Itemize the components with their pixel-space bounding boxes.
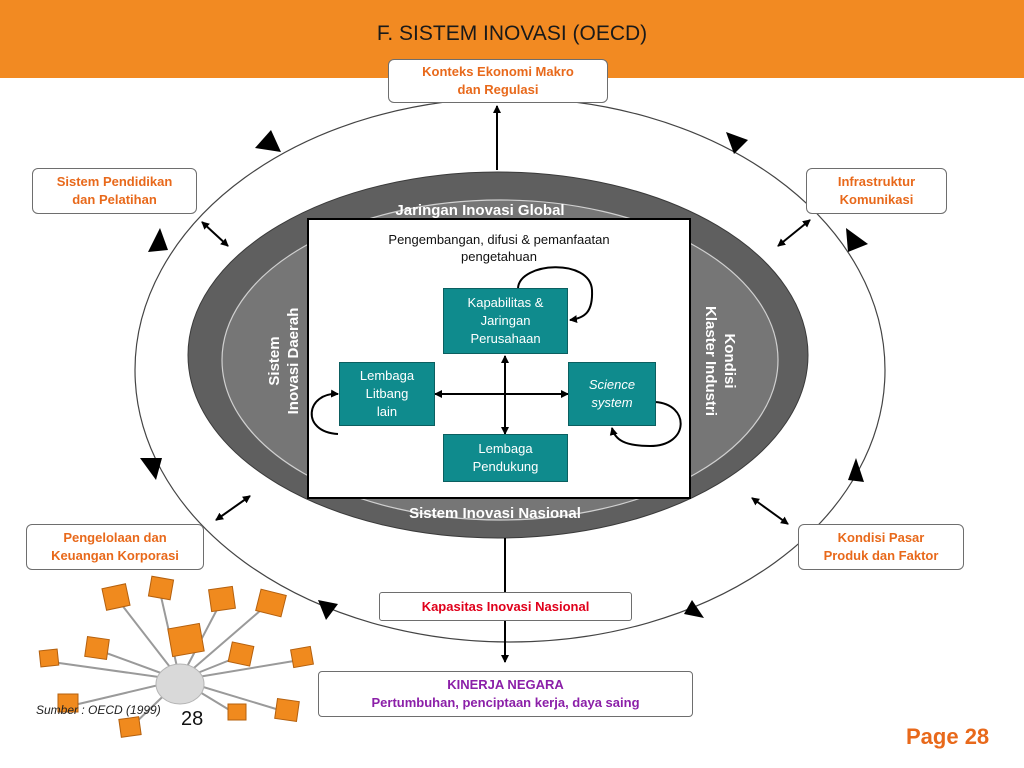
node-research-institutes: Lembaga Litbang lain (339, 362, 435, 426)
knowledge-caption: Pengembangan, difusi & pemanfaatan penge… (320, 231, 678, 265)
box-line: Pengelolaan dan (63, 530, 167, 545)
box-line: dan Regulasi (457, 82, 539, 97)
label-industry-cluster: Kondisi Klaster Industri (701, 293, 739, 429)
box-country-performance: KINERJA NEGARA Pertumbuhan, penciptaan k… (318, 671, 693, 717)
node-line: Kapabilitas & (467, 295, 544, 310)
performance-subtitle: Pertumbuhan, penciptaan kerja, daya sain… (371, 695, 640, 710)
node-support-institutions: Lembaga Pendukung (443, 434, 568, 482)
box-line: dan Pelatihan (72, 192, 157, 207)
source-citation: Sumber : OECD (1999) (36, 703, 161, 717)
node-line: Science (588, 377, 636, 392)
box-education-training: Sistem Pendidikan dan Pelatihan (32, 168, 197, 214)
caption-line: Pengembangan, difusi & pemanfaatan (388, 232, 610, 247)
performance-title: KINERJA NEGARA (447, 677, 564, 692)
vert-line: Inovasi Daerah (285, 307, 302, 415)
page-label: Page 28 (906, 724, 990, 749)
box-line: Komunikasi (839, 192, 914, 207)
flow-triangles (140, 130, 868, 620)
network-graphic (38, 575, 314, 738)
node-line: Jaringan (480, 313, 531, 328)
box-line: Produk dan Faktor (823, 548, 939, 563)
box-communication-infrastructure: Infrastruktur Komunikasi (806, 168, 947, 214)
node-line: lain (376, 404, 398, 419)
box-macro-economic-context: Konteks Ekonomi Makro dan Regulasi (388, 59, 608, 103)
box-line: Konteks Ekonomi Makro (422, 64, 574, 79)
node-line: Perusahaan (470, 331, 541, 346)
caption-line: pengetahuan (461, 249, 537, 264)
label-regional-system: Sistem Inovasi Daerah (265, 297, 303, 425)
box-national-innovation-capacity: Kapasitas Inovasi Nasional (379, 592, 632, 621)
node-line: Litbang (365, 386, 409, 401)
vert-line: Klaster Industri (702, 305, 719, 417)
slide-title: F. SISTEM INOVASI (OECD) (376, 22, 648, 45)
box-corporate-finance: Pengelolaan dan Keuangan Korporasi (26, 524, 204, 570)
box-line: Sistem Pendidikan (56, 174, 173, 189)
label-national-system: Sistem Inovasi Nasional (409, 505, 581, 522)
box-line: Infrastruktur (837, 174, 916, 189)
slide-number: 28 (181, 708, 204, 730)
box-line: Keuangan Korporasi (51, 548, 179, 563)
node-line: Lembaga (478, 441, 533, 456)
box-line: Kapasitas Inovasi Nasional (421, 598, 590, 614)
node-line: Lembaga (359, 368, 415, 383)
node-line: system (591, 395, 633, 410)
node-firm-capabilities: Kapabilitas & Jaringan Perusahaan (443, 288, 568, 354)
label-global-network: Jaringan Inovasi Global (395, 202, 565, 219)
vert-line: Sistem (266, 336, 283, 386)
box-line: Kondisi Pasar (837, 530, 925, 545)
node-science-system: Science system (568, 362, 656, 426)
vert-line: Kondisi (721, 333, 738, 389)
node-line: Pendukung (472, 459, 539, 474)
box-market-conditions: Kondisi Pasar Produk dan Faktor (798, 524, 964, 570)
